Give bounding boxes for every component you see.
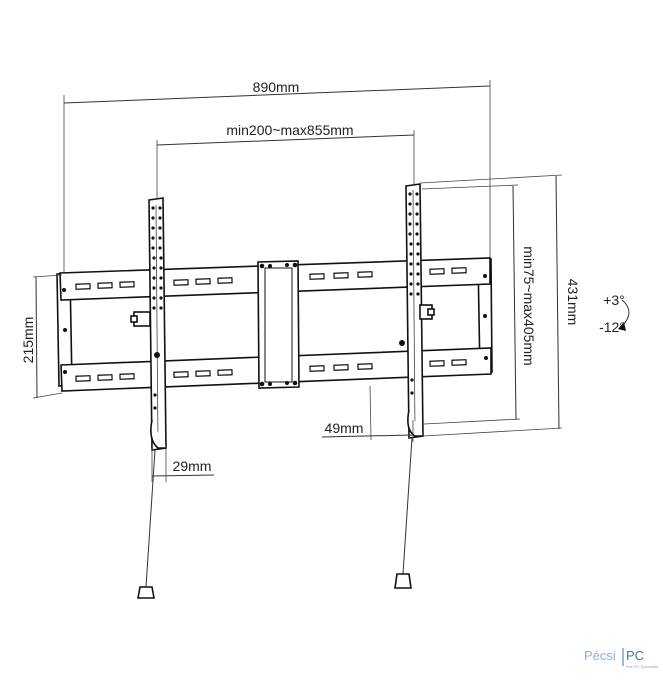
arm-width-dimension: 29mm bbox=[151, 448, 215, 482]
svg-text:Ihre PC-Spezialist: Ihre PC-Spezialist bbox=[626, 664, 659, 669]
tilt-up-label: +3° bbox=[603, 292, 625, 308]
overall-height-dimension: 431mm bbox=[419, 174, 581, 437]
pecsi-pc-logo: Pécsi PC Ihre PC-Spezialist bbox=[584, 648, 659, 669]
center-plate bbox=[257, 260, 300, 389]
tilt-arrow-icon bbox=[618, 322, 626, 331]
frame-height-label: 215mm bbox=[20, 317, 36, 364]
arm-width-label: 29mm bbox=[173, 458, 212, 474]
frame-height-dimension: 215mm bbox=[20, 274, 63, 399]
arm-spacing-dimension: min200~max855mm bbox=[156, 122, 415, 200]
arm-height-label: min75~max405mm bbox=[521, 246, 537, 365]
arm-height-dimension: min75~max405mm bbox=[421, 184, 537, 425]
left-arm bbox=[130, 197, 167, 599]
arm-spacing-label: min200~max855mm bbox=[226, 122, 353, 138]
wall-offset-label: 49mm bbox=[325, 420, 364, 436]
overall-height-label: 431mm bbox=[565, 279, 581, 326]
right-arm bbox=[394, 183, 435, 589]
overall-width-dimension: 890mm bbox=[63, 79, 491, 272]
tilt-down-label: -12° bbox=[599, 319, 625, 335]
overall-width-label: 890mm bbox=[253, 79, 300, 95]
svg-text:Pécsi: Pécsi bbox=[584, 648, 616, 663]
wall-offset-dimension: 49mm bbox=[321, 385, 414, 442]
svg-text:PC: PC bbox=[626, 648, 644, 663]
tilt-indicator: +3° -12° bbox=[599, 292, 630, 335]
